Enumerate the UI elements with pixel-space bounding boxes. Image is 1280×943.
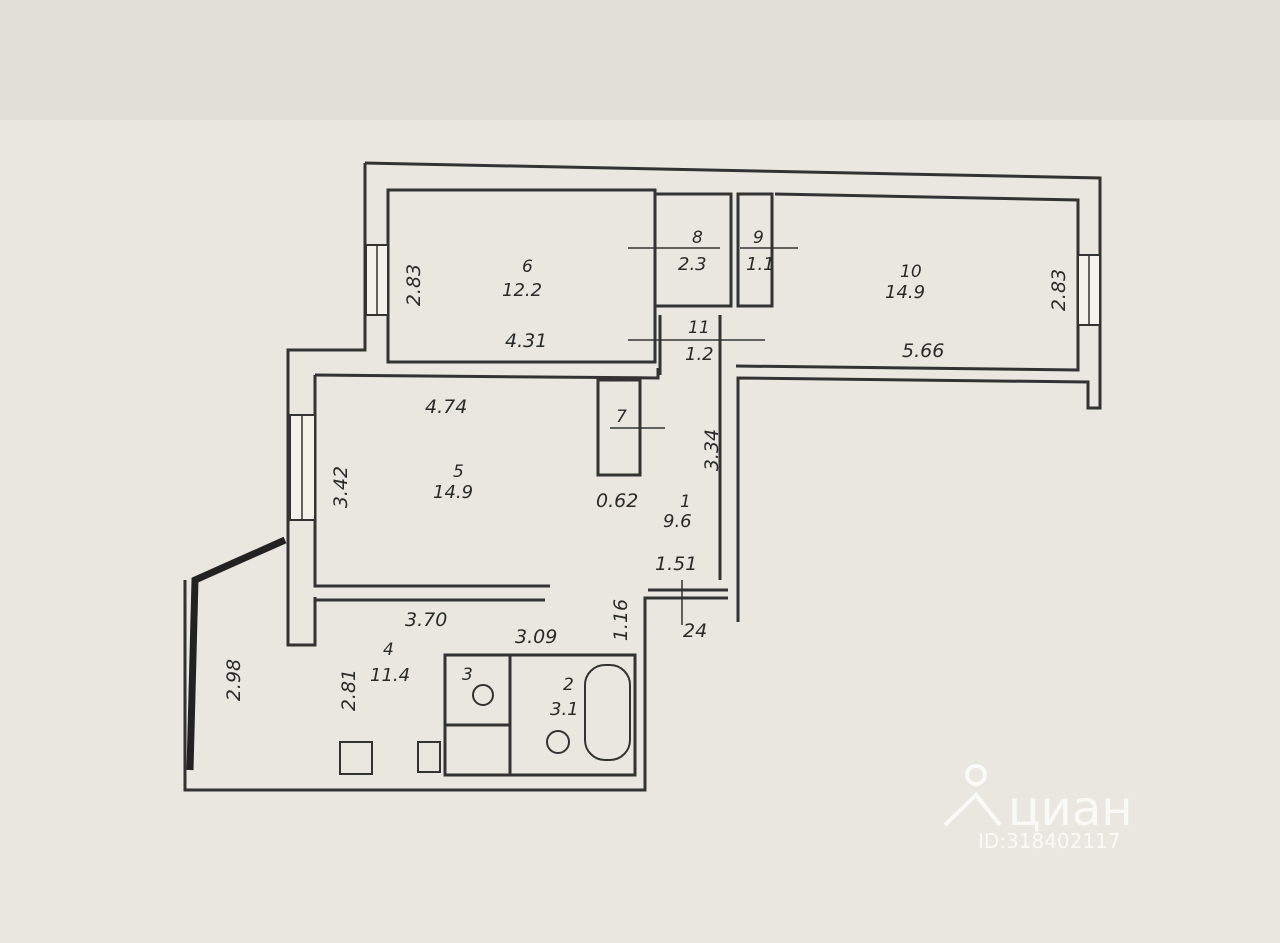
room-11-number: 11 bbox=[688, 318, 710, 338]
room-5-area: 14.9 bbox=[433, 482, 473, 503]
dim-room5-height: 3.42 bbox=[330, 466, 352, 508]
room-3-number: 3 bbox=[462, 665, 473, 685]
balcony-wall bbox=[186, 536, 287, 771]
dim-room10-height: 2.83 bbox=[1048, 269, 1070, 311]
room-1-number: 1 bbox=[680, 492, 691, 512]
room-5-wall-top bbox=[314, 368, 660, 380]
sink-icon bbox=[546, 730, 570, 754]
room-10-area: 14.9 bbox=[885, 282, 925, 303]
paper-shadow bbox=[0, 0, 1280, 120]
dim-room6-height: 2.83 bbox=[403, 264, 425, 306]
room-8-wall bbox=[653, 192, 733, 308]
toilet-icon bbox=[472, 684, 494, 706]
dim-balcony-length: 2.98 bbox=[223, 659, 245, 701]
dimension-labels: 4.31 5.66 4.74 0.62 1.51 3.70 3.09 24 2.… bbox=[223, 264, 1070, 711]
outer-wall-bottom bbox=[183, 580, 728, 792]
walls bbox=[183, 161, 1102, 792]
room-9-area: 1.1 bbox=[746, 254, 775, 275]
dim-kitchen-height: 2.81 bbox=[338, 669, 360, 711]
dim-hall-depth: 1.16 bbox=[610, 599, 632, 641]
room-9-number: 9 bbox=[753, 228, 764, 248]
dim-bath-width: 3.09 bbox=[515, 626, 557, 648]
dim-closet-width: 0.62 bbox=[596, 490, 638, 512]
watermark: циан ID:318402117 bbox=[943, 764, 1133, 853]
watermark-brand: циан bbox=[1008, 781, 1133, 837]
dim-kitchen-width: 3.70 bbox=[405, 609, 447, 631]
fixtures bbox=[339, 664, 631, 775]
watermark-id: ID:318402117 bbox=[978, 829, 1121, 853]
dim-room10-width: 5.66 bbox=[902, 340, 944, 362]
room-2-area: 3.1 bbox=[550, 699, 579, 720]
room-6-number: 6 bbox=[522, 257, 533, 277]
bathtub-icon bbox=[584, 664, 631, 761]
outer-wall-left bbox=[286, 163, 367, 647]
dim-section-mark: 24 bbox=[683, 620, 707, 642]
stove-icon bbox=[339, 741, 373, 775]
room-2-number: 2 bbox=[563, 675, 574, 695]
room-10-number: 10 bbox=[900, 262, 922, 282]
kitchen-sink-icon bbox=[417, 741, 441, 773]
room-6-area: 12.2 bbox=[502, 280, 542, 301]
room-7-number: 7 bbox=[616, 407, 627, 427]
room-9-wall bbox=[736, 192, 774, 308]
room-8-area: 2.3 bbox=[678, 254, 707, 275]
room-1-area: 9.6 bbox=[663, 511, 692, 532]
outer-wall-right bbox=[364, 161, 1102, 622]
room-5-number: 5 bbox=[453, 462, 464, 482]
dim-room6-width: 4.31 bbox=[505, 330, 547, 352]
room-4-area: 11.4 bbox=[370, 665, 410, 686]
location-pin-icon bbox=[943, 764, 1002, 827]
dim-hall-length: 3.34 bbox=[701, 429, 723, 471]
window-panes bbox=[301, 245, 1090, 520]
room-areas: 9.6 3.1 11.4 14.9 12.2 2.3 1.1 14.9 1.2 bbox=[370, 254, 925, 720]
room-11-area: 1.2 bbox=[685, 344, 714, 365]
bathroom-block bbox=[443, 653, 637, 777]
dim-hall-width: 1.51 bbox=[655, 553, 697, 575]
dim-room5-width: 4.74 bbox=[425, 396, 467, 418]
room-4-number: 4 bbox=[383, 640, 394, 660]
room-numbers: 1 2 3 4 5 6 7 8 9 10 11 bbox=[383, 228, 922, 695]
room-8-number: 8 bbox=[692, 228, 703, 248]
leader-lines bbox=[610, 247, 798, 625]
